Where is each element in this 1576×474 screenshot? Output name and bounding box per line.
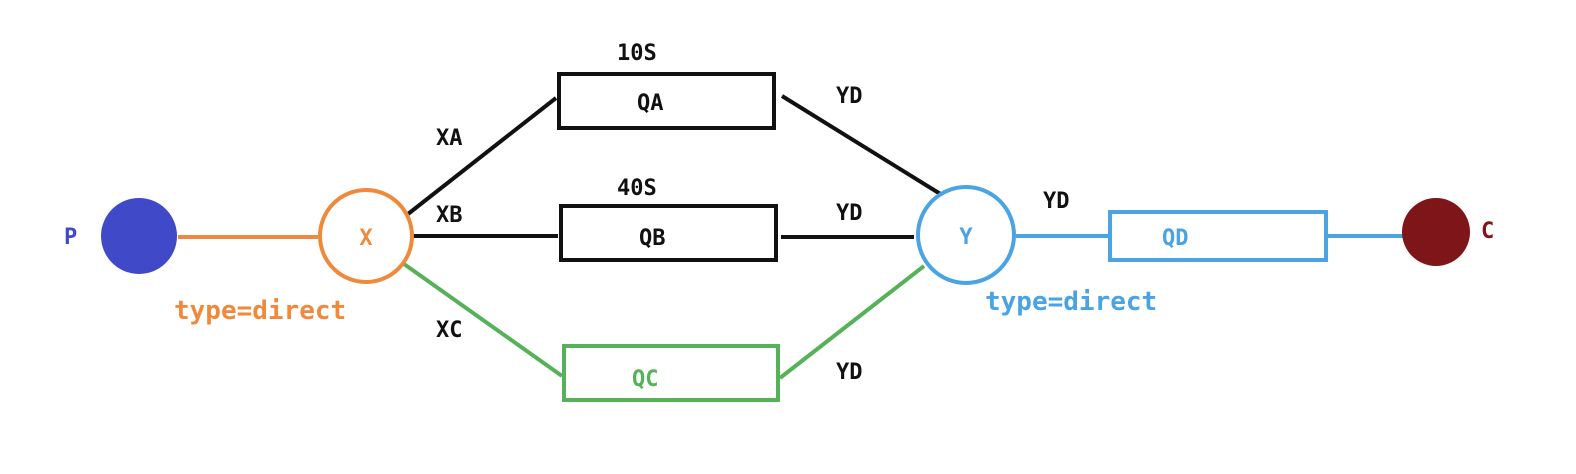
queue-qc-label: QC — [632, 367, 659, 392]
exchange-y-node — [916, 185, 1016, 285]
edge-x-to-qc — [402, 262, 564, 378]
routing-key-xa: XA — [436, 126, 463, 151]
exchange-y-label: Y — [959, 225, 973, 250]
queue-qa-label: QA — [637, 91, 664, 116]
edge-qc-to-y — [778, 264, 926, 380]
exchange-y-type: type=direct — [985, 287, 1157, 317]
queue-qb-box — [559, 204, 778, 262]
routing-key-qa-y: YD — [836, 84, 863, 109]
routing-key-y-qd: YD — [1043, 189, 1070, 214]
queue-qa-box — [557, 72, 776, 130]
routing-key-qb-y: YD — [836, 201, 863, 226]
routing-key-xb: XB — [436, 203, 463, 228]
exchange-x-node — [318, 188, 414, 284]
producer-node — [101, 198, 177, 274]
queue-qd-box — [1108, 210, 1328, 262]
queue-qa-ttl: 10S — [617, 41, 657, 66]
edge-qa-to-y — [780, 94, 944, 197]
queue-qd-label: QD — [1162, 226, 1189, 251]
routing-key-xc: XC — [436, 318, 463, 343]
routing-key-qc-y: YD — [836, 360, 863, 385]
consumer-label: C — [1481, 219, 1494, 244]
queue-qc-box — [562, 344, 780, 402]
consumer-node — [1402, 198, 1470, 266]
queue-qb-label: QB — [639, 226, 666, 251]
exchange-x-label: X — [359, 226, 372, 251]
producer-label: P — [64, 225, 77, 250]
edge-x-to-qa — [406, 96, 558, 216]
queue-qb-ttl: 40S — [617, 176, 657, 201]
exchange-x-type: type=direct — [174, 296, 346, 326]
